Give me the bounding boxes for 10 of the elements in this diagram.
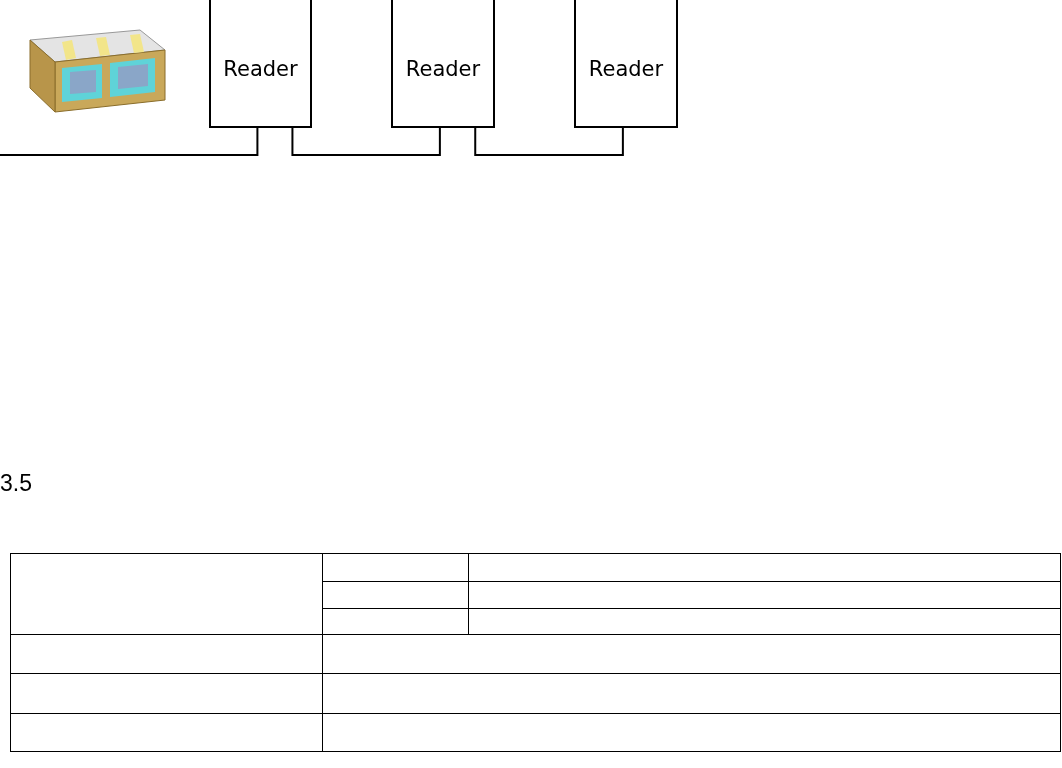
reader-box bbox=[391, 0, 495, 128]
reader-label: Reader bbox=[588, 57, 664, 81]
cable-line bbox=[474, 127, 624, 156]
cable-line bbox=[0, 127, 259, 156]
reader-label: Reader bbox=[405, 57, 481, 81]
reader-box bbox=[209, 0, 312, 128]
cable-line bbox=[291, 127, 441, 156]
reader-box bbox=[574, 0, 678, 128]
section-number: 3.5 bbox=[0, 470, 32, 497]
reader-label: Reader bbox=[223, 57, 298, 81]
